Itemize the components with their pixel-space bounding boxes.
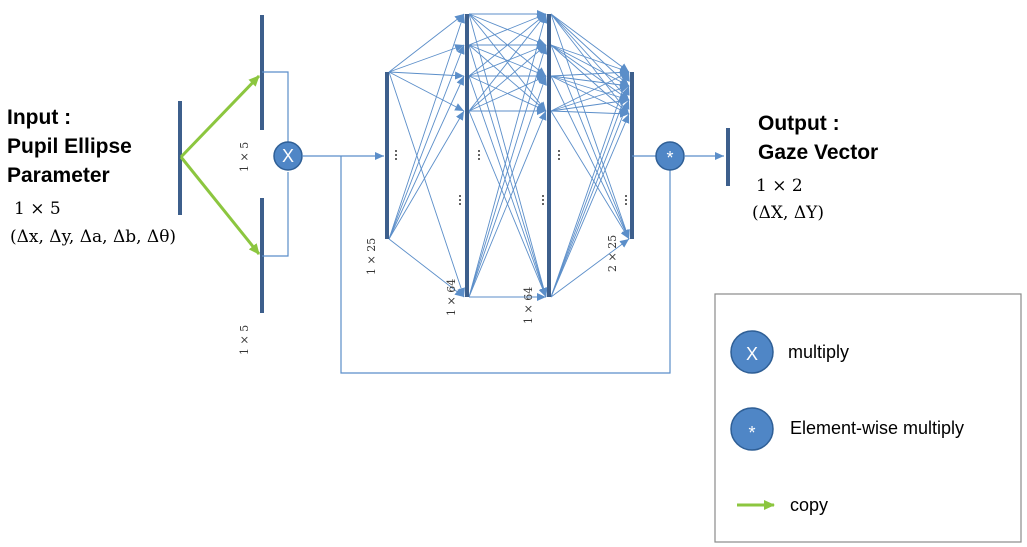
input-dim: 1 × 5 — [14, 199, 61, 219]
connection-edge — [468, 44, 547, 112]
connection-edge — [468, 110, 547, 298]
multiply-symbol: X — [282, 146, 294, 166]
input-title-line1: Input : — [7, 106, 71, 129]
connection-edge — [550, 238, 630, 298]
connection-edge — [468, 13, 548, 298]
connection-edge — [388, 71, 465, 80]
fc2-dim: 1 × 64 — [445, 279, 458, 316]
connection-edge — [550, 75, 630, 115]
connection-edge — [388, 44, 465, 240]
connection-edge — [468, 13, 547, 46]
connection-edge — [550, 85, 630, 298]
dense-connections — [388, 10, 630, 301]
connection-edge — [388, 71, 465, 112]
connection-edge — [550, 71, 630, 298]
connector-bottom — [262, 172, 289, 257]
legend-multiply-label: multiply — [788, 342, 849, 362]
output-dim: 1 × 2 — [756, 176, 803, 196]
connection-edge — [388, 13, 465, 240]
svg-text:X: X — [746, 344, 758, 364]
fc3-dim: 1 × 64 — [522, 287, 535, 324]
connection-edge — [468, 13, 547, 77]
connection-edge — [550, 68, 630, 77]
connection-edge — [550, 110, 630, 240]
multiply-op: X — [273, 141, 303, 171]
connection-edge — [388, 44, 465, 73]
connection-edge — [468, 13, 547, 112]
legend: X multiply * Element-wise multiply copy — [714, 293, 1022, 543]
connection-edge — [550, 75, 630, 240]
copy-arrow-top — [179, 74, 261, 159]
connection-edge — [550, 97, 630, 112]
output-title-line2: Gaze Vector — [758, 141, 878, 164]
connection-edge — [550, 109, 630, 118]
legend-multiply-icon: X — [730, 330, 774, 374]
connection-edge — [468, 44, 547, 77]
connection-edge — [550, 75, 630, 102]
legend-elementwise-label: Element-wise multiply — [790, 418, 964, 438]
copy-bottom-dim: 1 × 5 — [238, 325, 251, 355]
svg-text:*: * — [748, 423, 755, 443]
legend-elementwise-icon: * — [730, 407, 774, 451]
connection-edge — [550, 44, 630, 115]
elementwise-op: * — [655, 141, 685, 171]
connection-edge — [550, 44, 630, 101]
fc4-dim: 2 × 25 — [606, 235, 619, 272]
layer-ellipsis-dots — [395, 150, 627, 205]
connection-edge — [550, 13, 630, 115]
elementwise-symbol: * — [666, 148, 673, 168]
connection-edge — [550, 13, 630, 87]
connection-edge — [388, 75, 465, 240]
connection-edge — [550, 44, 630, 87]
connection-edge — [550, 44, 630, 73]
connection-edge — [550, 71, 630, 112]
output-title-line1: Output : — [758, 112, 840, 135]
connection-edge — [468, 75, 547, 112]
copy-top-dim: 1 × 5 — [238, 142, 251, 172]
connection-edge — [468, 75, 547, 298]
connection-edge — [550, 113, 630, 298]
fc1-dim: 1 × 25 — [365, 238, 378, 275]
connection-edge — [550, 13, 630, 73]
output-vars: (ΔX, ΔY) — [752, 203, 824, 223]
connection-edge — [388, 13, 465, 73]
connector-top — [262, 71, 289, 142]
connection-edge — [550, 99, 630, 298]
connection-edge — [550, 13, 630, 101]
connection-edge — [388, 71, 465, 298]
connection-edge — [388, 238, 465, 298]
skip-connection — [340, 156, 671, 374]
input-vars: (Δx, Δy, Δa, Δb, Δθ) — [10, 227, 176, 247]
connection-edge — [550, 75, 630, 89]
legend-copy-label: copy — [790, 495, 828, 515]
input-title-line3: Parameter — [7, 164, 110, 187]
connection-edge — [388, 110, 465, 240]
connection-edge — [550, 84, 630, 112]
input-title-line2: Pupil Ellipse — [7, 135, 132, 158]
copy-arrow-bottom — [179, 156, 261, 255]
connection-edge — [468, 44, 548, 298]
